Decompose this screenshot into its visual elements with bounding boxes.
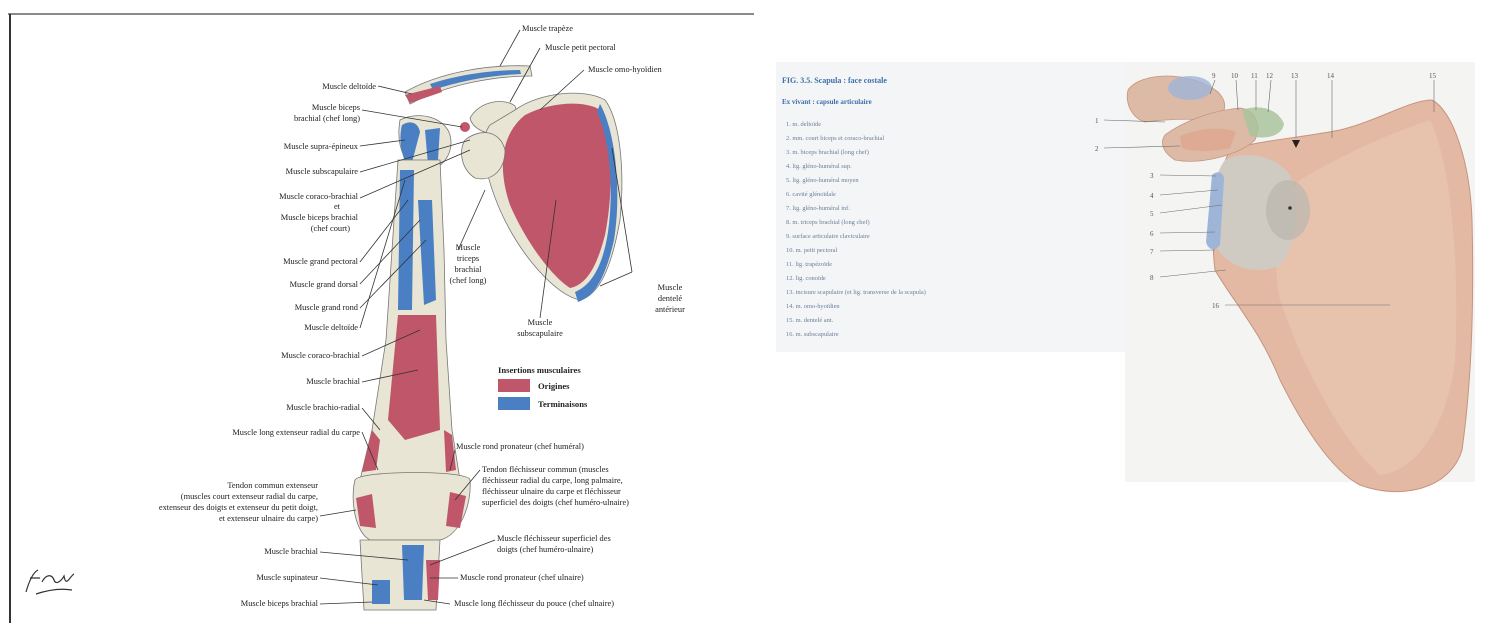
callout: 5 bbox=[1150, 210, 1154, 218]
legend-item: 1. m. deltoïde bbox=[786, 121, 821, 128]
legend-item: 3. m. biceps brachial (long chef) bbox=[786, 149, 869, 156]
legend-item: 5. lig. gléno-huméral moyen bbox=[786, 177, 859, 184]
legend-item: 10. m. petit pectoral bbox=[786, 247, 838, 254]
legend-item: 9. surface articulaire claviculaire bbox=[786, 233, 870, 240]
callout: 13 bbox=[1291, 72, 1299, 80]
legend-item: 7. lig. gléno-huméral inf. bbox=[786, 205, 850, 212]
legend-item: 14. m. omo-hyoïdien bbox=[786, 303, 840, 310]
callout: 12 bbox=[1266, 72, 1274, 80]
callout: 8 bbox=[1150, 274, 1154, 282]
legend-item: 15. m. dentelé ant. bbox=[786, 317, 834, 324]
scapula-illustration bbox=[1125, 62, 1475, 492]
callout: 6 bbox=[1150, 230, 1154, 238]
legend-item: 13. incisure scapulaire (et lig. transve… bbox=[786, 289, 926, 296]
callout: 2 bbox=[1095, 145, 1099, 153]
legend-item: 12. lig. conoïde bbox=[786, 275, 826, 282]
figure-subtitle: Ex vivant : capsule articulaire bbox=[782, 98, 872, 106]
callout: 7 bbox=[1150, 248, 1154, 256]
callout: 3 bbox=[1150, 172, 1154, 180]
callout: 4 bbox=[1150, 192, 1154, 200]
callout: 14 bbox=[1327, 72, 1335, 80]
callout: 1 bbox=[1095, 117, 1099, 125]
callout: 9 bbox=[1212, 72, 1216, 80]
figure-title: FIG. 3.5. Scapula : face costale bbox=[782, 76, 887, 85]
legend-item: 11. lig. trapézoïde bbox=[786, 261, 832, 268]
legend-item: 16. m. subscapulaire bbox=[786, 331, 839, 338]
callout: 10 bbox=[1231, 72, 1239, 80]
callout: 15 bbox=[1429, 72, 1437, 80]
legend-item: 2. mm. court biceps et coraco-brachial bbox=[786, 135, 884, 142]
legend-item: 4. lig. gléno-huméral sup. bbox=[786, 163, 852, 170]
callout: 11 bbox=[1251, 72, 1258, 80]
legend-item: 6. cavité glénoïdale bbox=[786, 191, 836, 198]
callout: 16 bbox=[1212, 302, 1220, 310]
legend-item: 8. m. triceps brachial (long chef) bbox=[786, 219, 870, 226]
